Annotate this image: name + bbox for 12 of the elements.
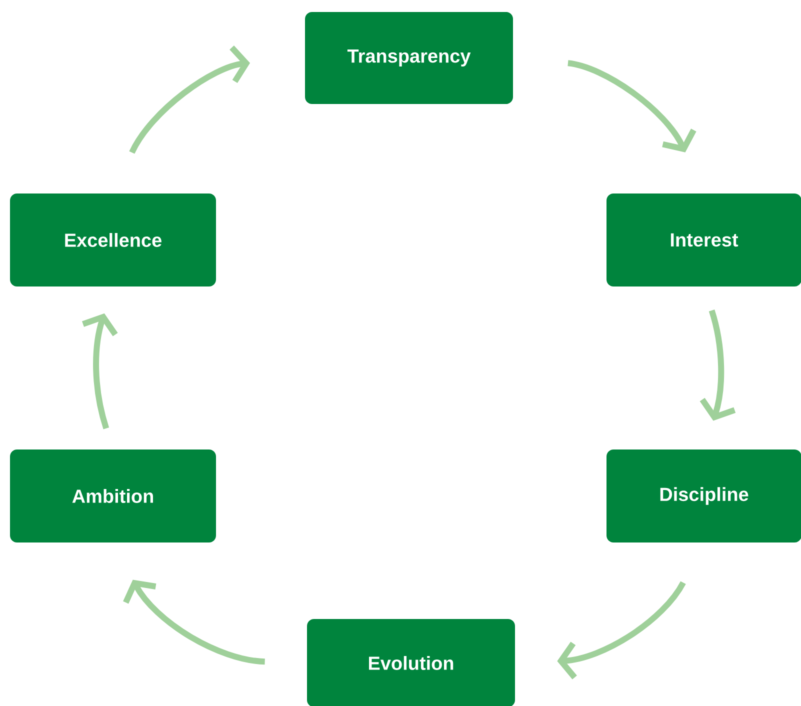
- arrow: [567, 60, 696, 152]
- arrow: [129, 46, 250, 154]
- process-box: Excellence: [10, 194, 216, 286]
- process-box: Evolution: [307, 619, 515, 706]
- process-box: Interest: [606, 194, 801, 286]
- arrow: [123, 580, 266, 665]
- arrow: [557, 581, 686, 680]
- arrow: [700, 310, 736, 421]
- process-box: Ambition: [10, 450, 216, 542]
- process-box: Transparency: [305, 12, 513, 104]
- process-box: Discipline: [606, 450, 801, 542]
- arrow: [82, 313, 118, 430]
